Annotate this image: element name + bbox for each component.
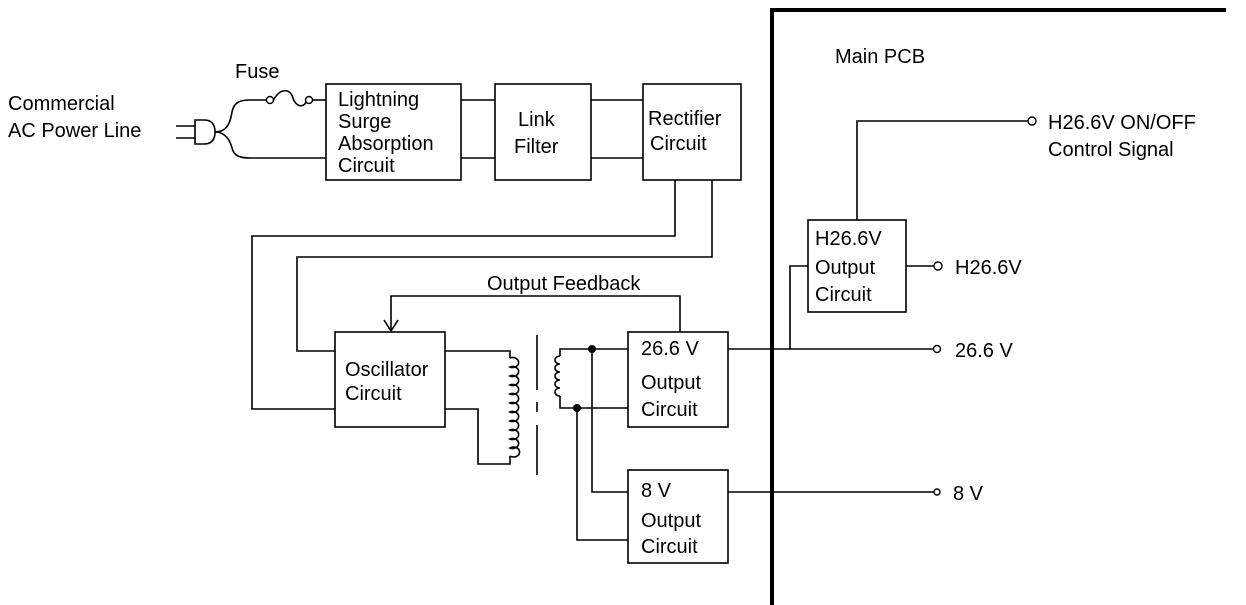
out8-label-3: Circuit — [641, 536, 698, 558]
control-signal-label-line2: Control Signal — [1048, 139, 1174, 161]
feedback-arrow-icon — [383, 319, 399, 333]
h26-label-1: H26.6V — [815, 228, 882, 250]
link-filter-block — [494, 83, 592, 181]
h26-label-3: Circuit — [815, 284, 872, 306]
rectifier-label-1: Rectifier — [648, 108, 722, 130]
ac-lead-top — [214, 99, 267, 133]
wire-control-signal — [856, 120, 1028, 220]
out8-label-2: Output — [641, 510, 701, 532]
wire-osc-primary-top — [445, 350, 511, 358]
out26-label-2: Output — [641, 372, 701, 394]
oscillator-label-1: Oscillator — [345, 359, 429, 381]
out26-label-1: 26.6 V — [641, 338, 699, 360]
wire-tap-8v-top — [591, 349, 628, 493]
terminal-control-signal — [1027, 116, 1037, 126]
ac-input-label-line2: AC Power Line — [8, 120, 141, 142]
wire-tap-8v-bottom — [576, 408, 628, 541]
h26-label-2: Output — [815, 257, 875, 279]
transformer-primary-coil — [507, 356, 521, 458]
lightning-block-label-3: Absorption — [338, 133, 434, 155]
oscillator-circuit-block — [334, 331, 446, 428]
link-filter-label-1: Link — [518, 109, 556, 131]
control-signal-label-line1: H26.6V ON/OFF — [1048, 112, 1196, 134]
out8-label-1: 8 V — [641, 480, 672, 502]
lightning-block-label-4: Circuit — [338, 155, 395, 177]
oscillator-label-2: Circuit — [345, 383, 402, 405]
out26-label-3: Circuit — [641, 399, 698, 421]
fuse-symbol — [265, 89, 326, 107]
output-h26-label: H26.6V — [955, 257, 1022, 279]
terminal-8v — [933, 488, 941, 496]
ac-plug-icon — [176, 119, 216, 145]
terminal-26v — [932, 344, 942, 354]
output-26v-label: 26.6 V — [955, 340, 1013, 362]
ac-lead-bottom — [214, 131, 326, 159]
wire-osc-primary-bottom — [445, 408, 511, 465]
wire-rectifier-oscillator-outer — [251, 180, 676, 410]
lightning-block-label-1: Lightning — [338, 89, 419, 111]
output-8v-label: 8 V — [953, 483, 984, 505]
lightning-surge-absorption-block — [325, 83, 462, 181]
output-8v-circuit-block — [627, 469, 729, 564]
rectifier-circuit-block — [642, 83, 742, 181]
main-pcb-label: Main PCB — [835, 46, 925, 68]
wire-26v-to-h26 — [789, 265, 808, 349]
output-26v-circuit-block — [627, 331, 729, 428]
fuse-label: Fuse — [235, 61, 279, 83]
transformer-secondary-coil — [554, 348, 628, 409]
lightning-block-label-2: Surge — [338, 111, 391, 133]
link-filter-label-2: Filter — [514, 136, 559, 158]
terminal-h26 — [933, 261, 943, 271]
ac-input-label-line1: Commercial — [8, 93, 115, 115]
output-feedback-label: Output Feedback — [487, 273, 641, 295]
rectifier-label-2: Circuit — [650, 133, 707, 155]
h26v-output-circuit-block — [807, 219, 907, 313]
main-pcb-boundary — [770, 8, 1226, 605]
wire-rectifier-oscillator-inner — [296, 180, 713, 352]
feedback-path — [390, 295, 681, 332]
